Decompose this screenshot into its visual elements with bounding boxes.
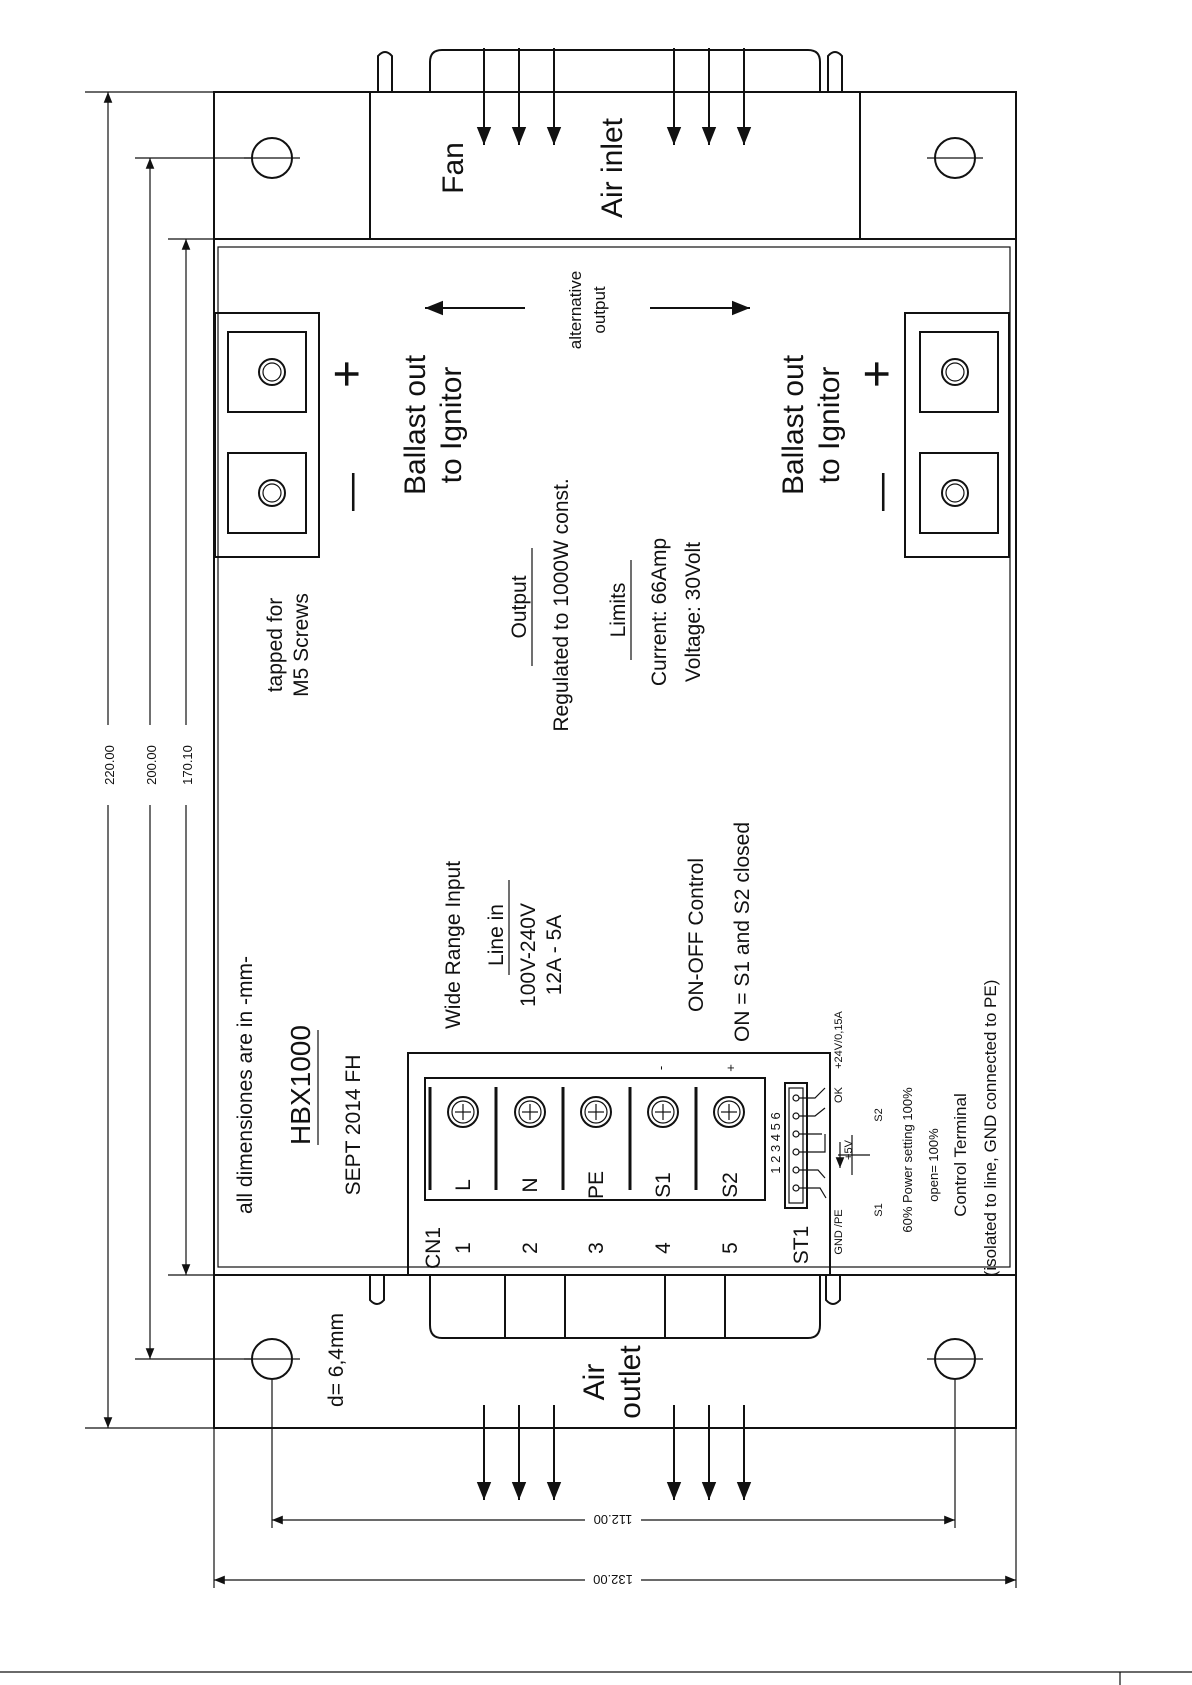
inner-plate <box>217 246 1011 1268</box>
st1-ok-label: OK <box>833 1086 845 1103</box>
air-outlet-label-line1: Air <box>578 1364 611 1401</box>
st1-s2-label: S2 <box>873 1108 885 1121</box>
cn1-terminal-number: 5 <box>719 1242 742 1254</box>
cn1-terminal-label: PE <box>585 1171 608 1199</box>
right-minus-sign: — <box>860 473 902 511</box>
drawing-date: SEPT 2014 FH <box>342 1055 365 1196</box>
left-ballast-line2: to Ignitor <box>435 367 468 484</box>
ballast-terminal-left <box>214 312 320 558</box>
onoff-rule: ON = S1 and S2 closed <box>731 822 754 1042</box>
vertical-dimensions <box>85 91 252 1429</box>
fan-box <box>369 91 861 240</box>
left-ballast-line1: Ballast out <box>399 354 432 495</box>
tapped-note-line2: M5 Screws <box>290 593 313 697</box>
control-terminal-title: Control Terminal <box>951 1093 970 1216</box>
alternative-output-line1: alternative <box>566 271 585 349</box>
line-voltage: 100V-240V <box>517 903 540 1007</box>
power-setting-text: 60% Power setting 100% <box>900 1087 915 1233</box>
limits-current: Current: 66Amp <box>648 538 671 686</box>
dimension-170: 170.10 <box>180 745 195 785</box>
model-name: HBX1000 <box>285 1025 316 1145</box>
air-outlet-label-line2: outlet <box>614 1345 647 1419</box>
line-current: 12A - 5A <box>543 915 566 996</box>
st1-pin-numbers: 1 2 3 4 5 6 <box>768 1112 783 1173</box>
output-heading: Output <box>508 575 531 638</box>
dimension-200: 200.00 <box>144 745 159 785</box>
air-inlet-label: Air inlet <box>596 117 629 218</box>
outlet-connector <box>429 1275 821 1339</box>
dimension-132: 132.00 <box>593 1572 633 1587</box>
limits-heading: Limits <box>607 583 630 638</box>
open-setting-text: open= 100% <box>926 1128 941 1202</box>
st1-wiring <box>799 1087 870 1199</box>
left-minus-sign: — <box>330 473 372 511</box>
tapped-note-line1: tapped for <box>264 598 287 693</box>
output-regulated: Regulated to 1000W const. <box>550 478 573 731</box>
cn1-terminal-strip <box>424 1077 766 1201</box>
screw-icon <box>447 1096 745 1128</box>
air-outlet-arrows <box>476 1405 752 1500</box>
ballast-terminal-right <box>904 312 1011 558</box>
dimension-112: 112.00 <box>594 1512 633 1527</box>
cn1-terminal-label: S1 <box>652 1172 675 1198</box>
cn1-terminal-label: L <box>452 1179 475 1191</box>
housing-outline <box>213 91 1017 1429</box>
st1-connector <box>784 1082 808 1209</box>
cn1-block-outline <box>407 1052 831 1276</box>
control-terminal-isolation: (isolated to line, GND connected to PE) <box>981 980 1000 1277</box>
latch-icon <box>369 51 843 1305</box>
hole-diameter: d= 6,4mm <box>325 1313 348 1407</box>
fan-connector <box>429 49 821 92</box>
st1-5v-label: +5V <box>843 1139 855 1160</box>
limits-voltage: Voltage: 30Volt <box>682 542 705 682</box>
right-ballast-line2: to Ignitor <box>813 367 846 484</box>
line-in-heading: Line in <box>485 904 508 966</box>
st1-gnd-label: GND /PE <box>833 1209 845 1254</box>
onoff-heading: ON-OFF Control <box>685 858 708 1012</box>
s1-polarity-marker: - <box>653 1066 668 1070</box>
st1-s1-label: S1 <box>873 1203 885 1216</box>
st1-label: ST1 <box>790 1226 813 1265</box>
cn1-terminal-number: 3 <box>585 1242 608 1254</box>
cn1-terminal-label: N <box>519 1177 542 1192</box>
dimensions-note: all dimensiones are in -mm- <box>234 956 257 1214</box>
right-plus-sign: + <box>851 360 904 388</box>
cn1-terminal-number: 2 <box>519 1242 542 1254</box>
left-plus-sign: + <box>321 360 374 388</box>
dimension-220: 220.00 <box>102 745 117 785</box>
fan-label: Fan <box>437 142 470 194</box>
cn1-terminal-number: 4 <box>652 1242 675 1254</box>
st1-24v-label: +24V/0,15A <box>833 1010 845 1068</box>
alternative-output-line2: output <box>590 286 609 334</box>
cn1-terminal-number: 1 <box>452 1242 475 1254</box>
cn1-label: CN1 <box>422 1227 445 1269</box>
air-inlet-arrows <box>476 48 752 145</box>
cn1-terminal-label: S2 <box>719 1172 742 1198</box>
wide-range-input: Wide Range Input <box>442 861 465 1029</box>
cn1-separators <box>428 1087 698 1190</box>
s2-polarity-marker: + <box>723 1064 738 1072</box>
horizontal-dimensions <box>213 1380 1017 1590</box>
right-ballast-line1: Ballast out <box>777 354 810 495</box>
